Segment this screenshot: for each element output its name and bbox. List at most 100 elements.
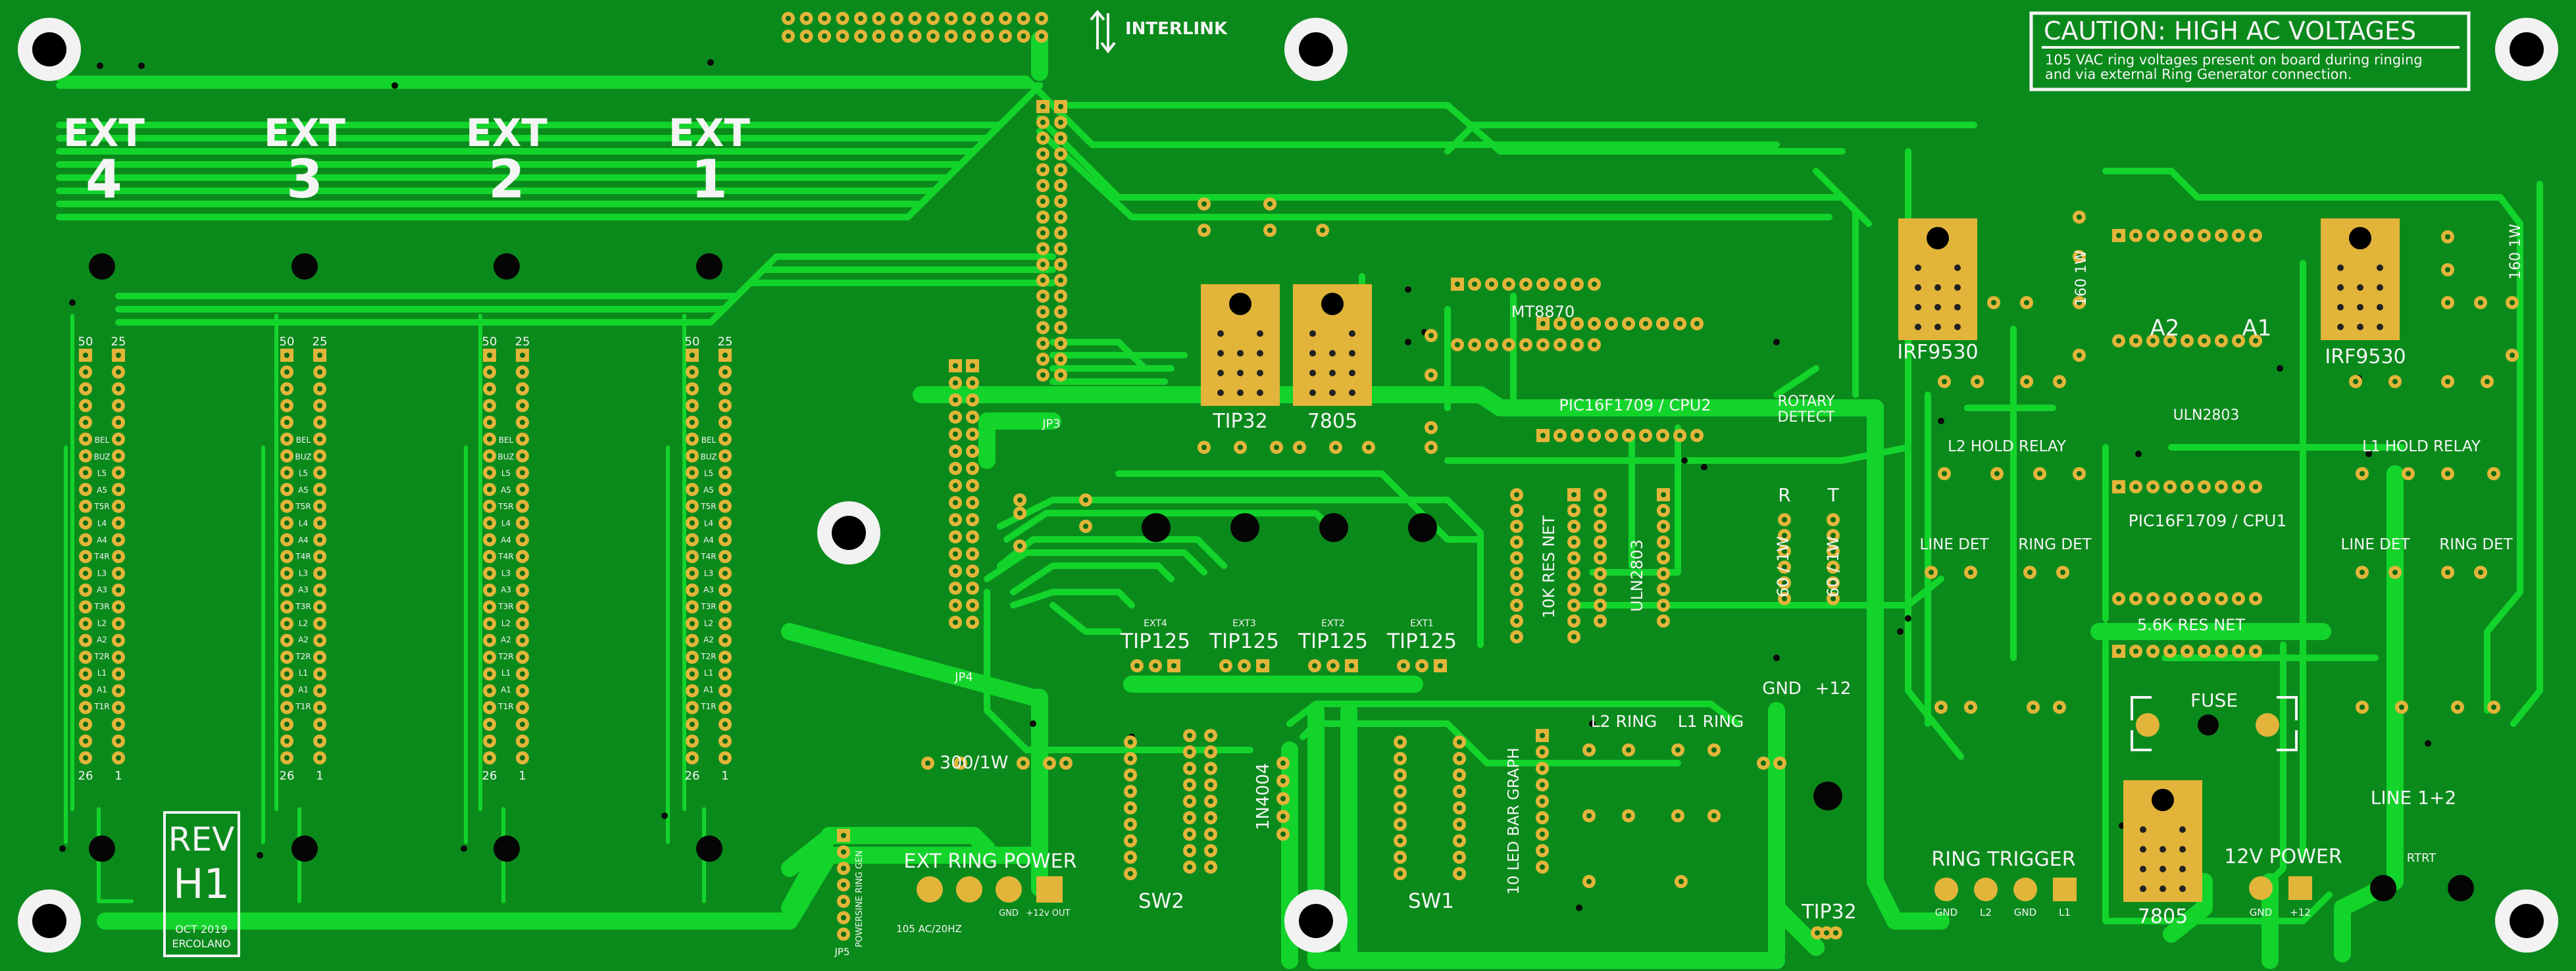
round-pad [1925,566,1938,579]
round-pad [1276,792,1290,805]
round-pad [483,516,496,530]
square-pad [483,349,496,362]
round-pad [1468,278,1481,291]
round-pad [872,12,886,25]
heatsink-hole [1349,330,1355,337]
square-pad [1167,659,1180,672]
round-pad [1394,834,1407,847]
round-pad [516,651,529,664]
round-pad [686,734,699,748]
via [97,62,103,69]
square-pad [1536,729,1549,742]
round-pad [686,751,699,764]
round-pad [2053,701,2066,714]
round-pad [313,566,326,580]
conn-pin-label: BEL [701,436,717,445]
round-pad [112,550,125,563]
heatsink-hole [1934,304,1941,311]
round-pad [949,479,962,492]
round-pad [79,550,92,563]
round-pad [1394,801,1407,814]
conn-pin-label: BUZ [295,452,311,461]
via [1938,418,1944,424]
round-pad [2163,592,2177,605]
conn-pin-label: BUZ [497,452,514,461]
round-pad [2232,592,2245,605]
round-pad [516,634,529,647]
round-pad [2441,263,2454,276]
heatsink-hole [2337,324,2344,330]
round-pad [313,365,326,379]
round-pad [1707,809,1721,822]
round-pad [112,516,125,530]
round-pad [483,483,496,496]
mounting-hole [1284,18,1348,81]
cpu1-label: PIC16F1709 / CPU1 [2129,511,2287,530]
round-pad [1238,659,1251,672]
led-bar-graph-label: 10 LED BAR GRAPH [1505,747,1523,895]
conn-pin-label: A4 [298,535,309,545]
conn-pin-label: A2 [97,635,107,645]
heatsink-hole [1934,284,1941,291]
heatsink-hole [1954,284,1961,291]
power-12v-plus-label: +12 [2290,907,2311,918]
round-pad [313,449,326,462]
round-pad [1394,851,1407,864]
round-pad [2181,480,2194,493]
round-pad [2249,229,2262,242]
sw2-label: SW2 [1138,889,1184,913]
heatsink-hole [1954,264,1961,271]
ring-trigger-pin-l2: L2 [1980,907,1992,918]
round-pad [2198,334,2211,347]
round-pad [719,566,732,580]
ring-trigger-pin-gnd-2: GND [2014,907,2036,918]
conn-pin-label: T2R [295,652,311,661]
round-pad [1183,778,1196,791]
round-pad [483,550,496,563]
round-pad [719,734,732,748]
round-pad [1124,851,1137,864]
conn-pin-label: T2R [93,652,109,661]
round-pad [516,483,529,496]
round-pad [516,466,529,480]
round-pad [2181,645,2194,658]
ring-power-gnd-label: GND [999,909,1019,918]
round-pad [280,651,293,664]
l1-hold-relay-label: L1 HOLD RELAY [2362,438,2481,455]
interlink: INTERLINK [1090,9,1228,54]
round-pad [2198,592,2211,605]
heatsink-hole [1257,330,1263,337]
diode-label: 1N4004 [1253,763,1273,830]
round-pad [112,584,125,597]
round-pad [280,516,293,530]
round-pad [2395,701,2408,714]
round-pad [1183,795,1196,808]
round-pad [686,516,699,530]
round-pad [2232,480,2245,493]
round-pad [1622,743,1635,757]
heatsink-hole [1309,370,1316,376]
round-pad [79,416,92,429]
round-pad [1124,801,1137,814]
square-pad [280,349,293,362]
round-pad [1639,429,1652,442]
round-pad [1773,757,1786,770]
conn-label-50: 50 [482,335,497,349]
round-pad [966,479,979,492]
round-pad [280,449,293,462]
round-pad [313,466,326,480]
via [1773,655,1780,661]
round-pad [2402,467,2415,480]
conn-pin-label: A1 [703,685,714,695]
round-pad [1059,757,1073,770]
round-pad [1234,441,1247,454]
round-pad [79,566,92,580]
round-pad [2129,480,2142,493]
round-pad [782,30,795,43]
round-pad [949,393,962,407]
large-holes [89,253,2474,901]
round-pad [1394,867,1407,880]
round-pad [79,584,92,597]
round-pad [1035,30,1048,43]
round-pad [1204,828,1217,841]
